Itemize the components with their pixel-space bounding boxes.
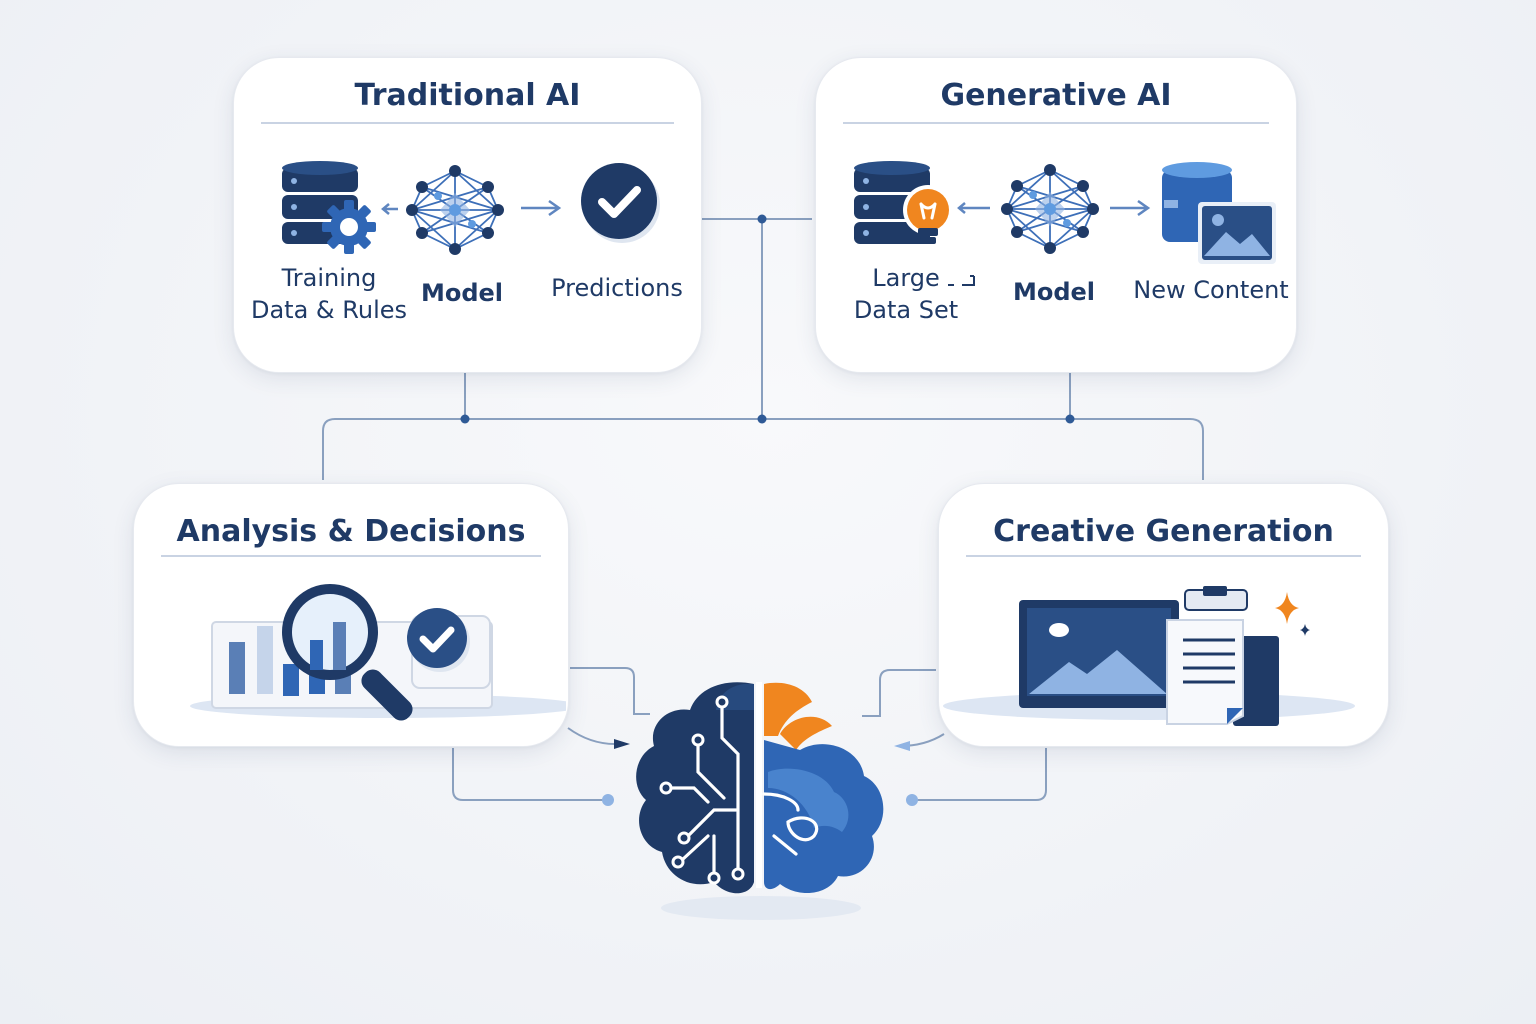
title-divider xyxy=(843,122,1269,124)
training-label-line1: Training xyxy=(281,264,377,292)
large-data-label-line2: Data Set xyxy=(853,296,959,324)
arrow-right-icon xyxy=(1108,197,1154,219)
model-label: Model xyxy=(1012,278,1096,306)
arrow-right-icon xyxy=(519,197,565,219)
training-label: Training Data & Rules xyxy=(250,262,408,326)
title-divider xyxy=(161,555,541,557)
image-icon xyxy=(1160,160,1278,266)
check-circle-icon xyxy=(578,160,664,246)
large-data-label-line1: Large xyxy=(872,264,940,292)
traditional-ai-title: Traditional AI xyxy=(354,78,581,113)
analysis-decisions-card: Analysis & Decisions xyxy=(133,483,569,747)
neural-network-icon xyxy=(404,163,506,257)
arrow-left-icon xyxy=(380,201,400,217)
document-icon xyxy=(1163,584,1283,730)
database-icon xyxy=(278,160,382,252)
creative-generation-title: Creative Generation xyxy=(993,514,1334,549)
traditional-ai-card: Traditional AI xyxy=(233,57,702,373)
new-content-label: New Content xyxy=(1133,276,1289,304)
analysis-decisions-title: Analysis & Decisions xyxy=(176,514,526,549)
lightbulb-icon xyxy=(902,184,954,254)
gear-icon xyxy=(318,196,380,258)
title-divider xyxy=(966,555,1361,557)
sparkle-icon xyxy=(1273,590,1313,640)
neural-network-icon xyxy=(999,162,1101,256)
large-data-label: Large Data Set xyxy=(836,262,976,326)
magnifier-icon xyxy=(278,580,436,732)
small-marker-icon xyxy=(944,272,978,290)
generative-ai-title: Generative AI xyxy=(940,78,1172,113)
model-label: Model xyxy=(420,279,504,307)
title-divider xyxy=(261,122,674,124)
generative-ai-card: Generative AI xyxy=(815,57,1297,373)
check-circle-icon xyxy=(404,604,474,674)
predictions-label: Predictions xyxy=(551,274,683,302)
arrow-left-icon xyxy=(956,200,992,216)
brain-circuit-icon xyxy=(628,676,894,924)
training-label-line2: Data & Rules xyxy=(250,296,408,324)
creative-generation-card: Creative Generation xyxy=(938,483,1389,747)
